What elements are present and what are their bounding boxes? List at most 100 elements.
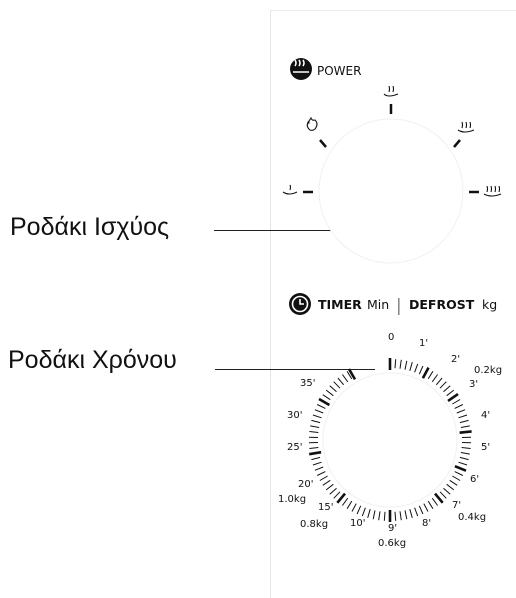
timer-minor-tick — [460, 420, 469, 422]
timer-minor-tick — [452, 400, 460, 405]
timer-minor-tick — [410, 362, 413, 371]
timer-minor-tick — [326, 484, 333, 490]
time-label-35: 35' — [300, 378, 315, 389]
medium-low-power-icon — [384, 86, 398, 96]
timer-minor-tick — [362, 508, 365, 516]
power-knob[interactable] — [319, 119, 463, 263]
timer-minor-tick — [410, 509, 413, 518]
timer-minor-tick — [432, 498, 437, 505]
timer-minor-tick — [310, 426, 319, 428]
timer-minor-tick — [452, 476, 460, 481]
time-label-8: 8' — [422, 518, 431, 529]
timer-major-tick — [309, 452, 321, 454]
timer-minor-tick — [311, 420, 320, 422]
timer-minor-tick — [447, 390, 454, 396]
timer-label: TIMER — [318, 297, 362, 312]
timer-minor-tick — [432, 375, 437, 382]
time-label-20: 20' — [298, 479, 313, 490]
timer-minor-tick — [352, 504, 356, 512]
time-label-9: 9' — [388, 523, 397, 534]
timer-minor-tick — [450, 480, 458, 485]
timer-knob[interactable] — [323, 373, 457, 507]
power-steam-icon — [290, 58, 312, 80]
time-label-0: 0 — [388, 332, 394, 343]
timer-minor-tick — [400, 360, 401, 369]
timer-minor-tick — [457, 410, 465, 413]
timer-minor-tick — [459, 415, 468, 418]
defrost-label: DEFROST — [409, 297, 475, 312]
timer-minor-tick — [395, 359, 396, 368]
timer-minor-tick — [338, 378, 344, 385]
high-power-icon — [484, 186, 501, 196]
power-tick-defrost — [320, 140, 326, 147]
timer-minor-tick — [462, 448, 471, 449]
timer-minor-tick — [323, 480, 331, 485]
timer-minor-tick — [447, 484, 454, 490]
time-label-7: 7' — [452, 500, 461, 511]
timer-major-tick — [448, 394, 458, 401]
timer-minor-tick — [373, 510, 375, 519]
weight-label-0-8kg: 0.8kg — [300, 519, 328, 530]
time-label-4: 4' — [481, 410, 490, 421]
weight-label-0-6kg: 0.6kg — [378, 538, 406, 549]
header-separator: | — [396, 296, 402, 316]
timer-minor-tick — [384, 512, 385, 521]
power-label: POWER — [317, 64, 361, 78]
time-label-2: 2' — [451, 354, 460, 365]
timer-minor-tick — [342, 375, 347, 382]
timer-minor-tick — [317, 405, 325, 409]
timer-minor-tick — [455, 405, 463, 409]
timer-minor-tick — [313, 462, 322, 465]
timer-minor-tick — [461, 426, 470, 428]
timer-minor-tick — [415, 364, 418, 372]
timer-minor-tick — [330, 386, 337, 392]
timer-minor-tick — [455, 472, 463, 476]
timer-minor-tick — [309, 432, 318, 433]
timer-minor-tick — [436, 378, 442, 385]
weight-label-0-2kg: 0.2kg — [474, 365, 502, 376]
time-label-6: 6' — [470, 474, 479, 485]
timer-minor-tick — [320, 476, 328, 481]
timer-minor-tick — [347, 501, 352, 509]
timer-minor-tick — [419, 506, 423, 514]
timer-minor-tick — [444, 488, 451, 494]
weight-label-1-0kg: 1.0kg — [278, 494, 306, 505]
timer-minor-tick — [428, 501, 433, 509]
timer-minor-tick — [334, 382, 340, 389]
weight-label-0-4kg: 0.4kg — [458, 512, 486, 523]
time-label-5: 5' — [481, 442, 490, 453]
time-label-25: 25' — [287, 442, 302, 453]
timer-minor-tick — [460, 457, 469, 459]
timer-minor-tick — [357, 506, 361, 514]
time-label-10: 10' — [350, 518, 365, 529]
defrost-icon: * — [307, 118, 317, 130]
timer-minor-tick — [440, 492, 446, 499]
timer-minor-tick — [313, 415, 322, 418]
timer-minor-tick — [334, 492, 340, 499]
timer-minor-tick — [309, 448, 318, 449]
timer-minor-tick — [317, 472, 325, 476]
low-power-icon — [283, 185, 297, 194]
power-header: POWER — [290, 58, 361, 80]
timer-minor-tick — [415, 508, 418, 516]
timer-major-tick — [460, 431, 472, 432]
timer-minor-tick — [315, 410, 323, 413]
timer-header: TIMER Min | DEFROST kg — [289, 293, 497, 316]
timer-minor-tick — [400, 511, 401, 520]
timer-major-tick — [435, 494, 443, 503]
timer-minor-tick — [444, 386, 451, 392]
timer-minor-tick — [342, 498, 347, 505]
timer-minor-tick — [315, 467, 323, 470]
timer-minor-tick — [311, 457, 320, 459]
timer-major-tick — [319, 399, 329, 405]
timer-minor-tick — [326, 390, 333, 396]
time-label-15: 15' — [318, 502, 333, 513]
timer-minor-tick — [405, 510, 407, 519]
timer-minor-tick — [459, 462, 468, 465]
timer-minor-tick — [419, 366, 423, 374]
timer-minor-tick — [368, 509, 371, 518]
timer-minor-tick — [323, 395, 331, 400]
timer-minor-tick — [405, 361, 407, 370]
time-label-30: 30' — [287, 410, 302, 421]
